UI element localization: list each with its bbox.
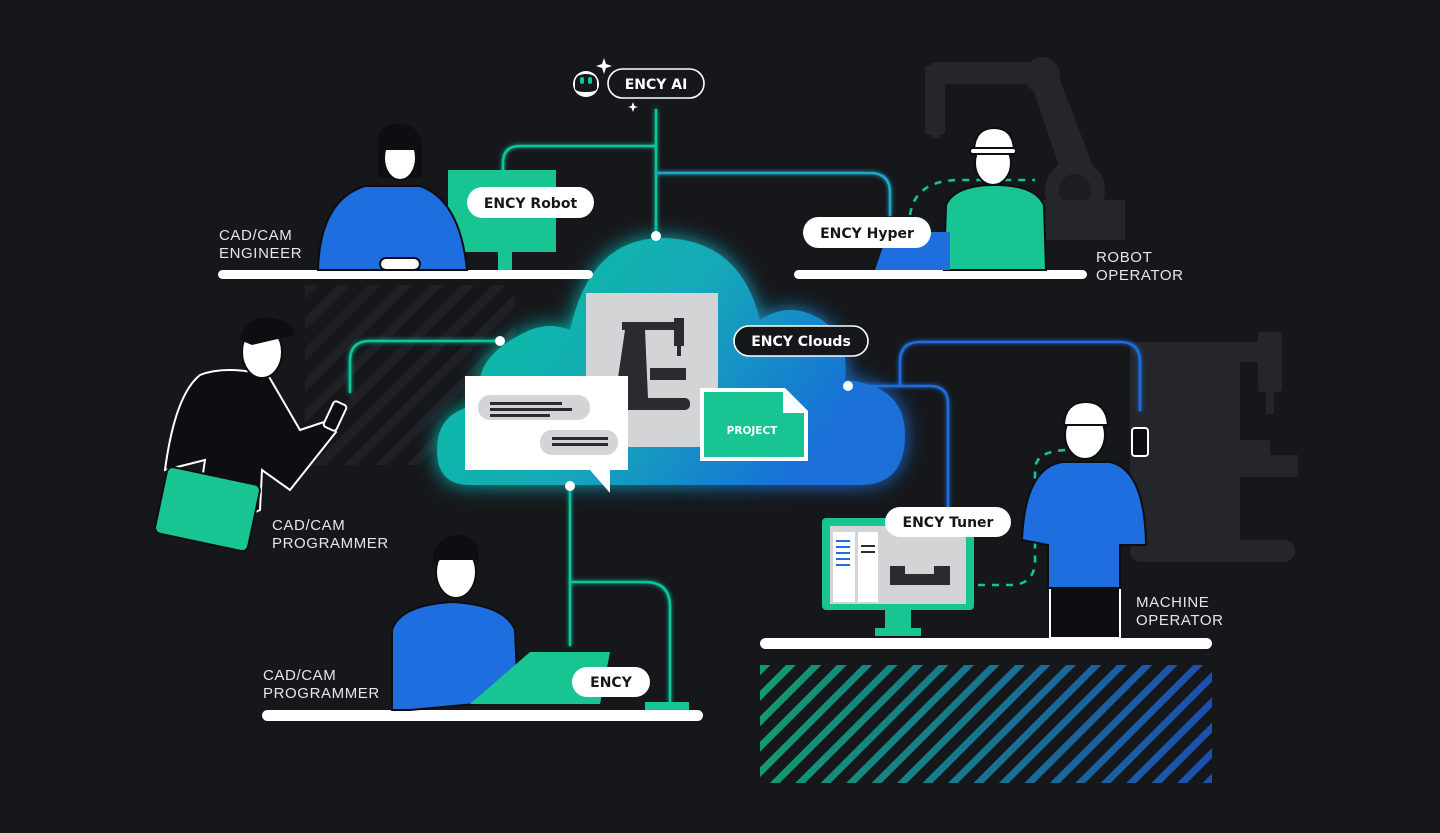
line-hyper xyxy=(654,171,892,217)
robot-operator-figure xyxy=(875,126,1048,271)
machine-background xyxy=(1130,332,1298,562)
desk-engineer xyxy=(218,270,593,279)
document-icon: PROJECT xyxy=(700,388,808,461)
ency-ai-node[interactable]: ENCY AI xyxy=(573,58,705,112)
ency-robot-node[interactable]: ENCY Robot xyxy=(467,187,594,218)
role-programmer-bottom: CAD/CAM PROGRAMMER xyxy=(263,667,380,702)
role-labels: CAD/CAM ENGINEER CAD/CAM PROGRAMMER CAD/… xyxy=(219,227,1224,702)
role-programmer-left: CAD/CAM PROGRAMMER xyxy=(272,517,389,552)
line-ency-desk xyxy=(568,580,672,704)
ency-tuner-node[interactable]: ENCY Tuner xyxy=(885,507,1011,537)
desk-robot-operator xyxy=(794,270,1087,279)
decor-stripes-gradient xyxy=(760,665,1212,783)
role-robot-operator: ROBOT OPERATOR xyxy=(1096,249,1184,284)
ency-tuner-label: ENCY Tuner xyxy=(903,515,994,531)
role-engineer: CAD/CAM ENGINEER xyxy=(219,227,302,262)
dashed-connectors xyxy=(908,178,1071,587)
ency-robot-label: ENCY Robot xyxy=(484,196,578,212)
role-machine-operator: MACHINE OPERATOR xyxy=(1136,594,1224,629)
sparkle-icon xyxy=(628,102,638,112)
sparkle-icon xyxy=(596,58,612,74)
chat-window xyxy=(465,376,628,493)
ency-clouds-label: ENCY Clouds xyxy=(751,334,851,350)
project-label: PROJECT xyxy=(727,425,778,437)
machine-screen xyxy=(586,293,718,447)
ency-clouds-node[interactable]: ENCY Clouds xyxy=(733,325,869,357)
connectors xyxy=(348,108,1142,704)
node-dots xyxy=(495,231,853,491)
ency-ai-label: ENCY AI xyxy=(625,77,688,93)
desk-programmer xyxy=(262,710,703,721)
line-clouds-tuner xyxy=(846,384,950,510)
ency-label: ENCY xyxy=(590,675,633,691)
machine-operator-figure xyxy=(1020,400,1149,639)
line-programmer-left xyxy=(348,339,502,394)
tuner-monitor xyxy=(822,518,974,636)
line-robot xyxy=(501,144,658,174)
ency-node[interactable]: ENCY xyxy=(572,667,650,697)
robot-face-icon xyxy=(573,71,599,97)
line-machine xyxy=(898,340,1142,412)
programmer-left-figure xyxy=(154,317,348,553)
ency-hyper-node[interactable]: ENCY Hyper xyxy=(803,217,931,248)
ency-hyper-label: ENCY Hyper xyxy=(820,226,914,242)
desk-machine-operator xyxy=(760,638,1212,649)
robot-arm-background xyxy=(925,57,1125,240)
desks xyxy=(218,270,1212,721)
